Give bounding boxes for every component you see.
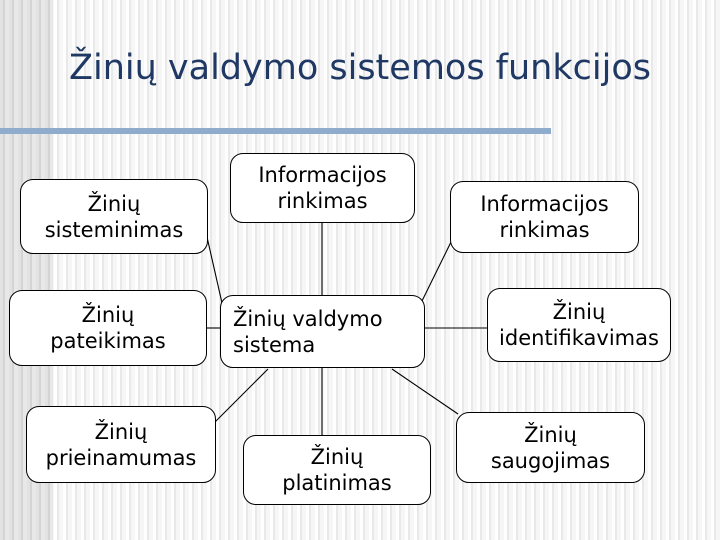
node-line-2: rinkimas (277, 189, 368, 213)
node-line-2: prieinamumas (45, 445, 197, 470)
node-zinu-platinimas[interactable]: Žinių platinimas (243, 435, 431, 505)
node-line-1: Žinių (552, 300, 606, 324)
title-divider-rule (0, 128, 551, 134)
node-line-2: platinimas (282, 471, 392, 495)
node-zinu-identifikavimas[interactable]: Žinių identifikavimas (487, 288, 671, 362)
node-informacijos-rinkimas-right[interactable]: Informacijos rinkimas (450, 181, 639, 253)
node-line-1: Žinių (81, 303, 135, 327)
node-hub-zinu-valdymo-sistema[interactable]: Žinių valdymo sistema (220, 295, 425, 368)
page-title: Žinių valdymo sistemos funkcijos (69, 48, 651, 88)
node-line-1: Žinių (524, 422, 577, 447)
node-line-1: Informacijos (258, 163, 387, 187)
node-line-2: pateikimas (50, 329, 166, 353)
node-line-1: Informacijos (480, 192, 609, 216)
hub-line-1: Žinių valdymo (233, 306, 383, 331)
node-zinu-prieinamumas[interactable]: Žinių prieinamumas (26, 406, 216, 483)
node-line-2: saugojimas (490, 448, 611, 473)
connector-hub-to-sisteminimas (206, 236, 223, 304)
background-left-band (0, 0, 53, 540)
node-line-1: Žinių (94, 419, 148, 444)
node-line-1: Žinių (310, 445, 364, 469)
node-line-2: rinkimas (499, 218, 590, 242)
connector-hub-to-saugojimas (391, 368, 459, 415)
node-zinu-saugojimas[interactable]: Žinių saugojimas (456, 412, 645, 483)
node-line-1: Žinių (87, 191, 141, 216)
node-zinu-pateikimas[interactable]: Žinių pateikimas (9, 290, 207, 366)
node-zinu-sisteminimas[interactable]: Žinių sisteminimas (20, 179, 208, 254)
hub-line-2: sistema (233, 332, 316, 357)
connector-hub-to-informacijos-rinkimas-right (420, 239, 453, 304)
node-line-2: identifikavimas (499, 326, 659, 350)
node-informacijos-rinkimas-top[interactable]: Informacijos rinkimas (230, 153, 415, 223)
connector-hub-to-prieinamumas (213, 368, 269, 424)
node-line-2: sisteminimas (44, 217, 184, 242)
